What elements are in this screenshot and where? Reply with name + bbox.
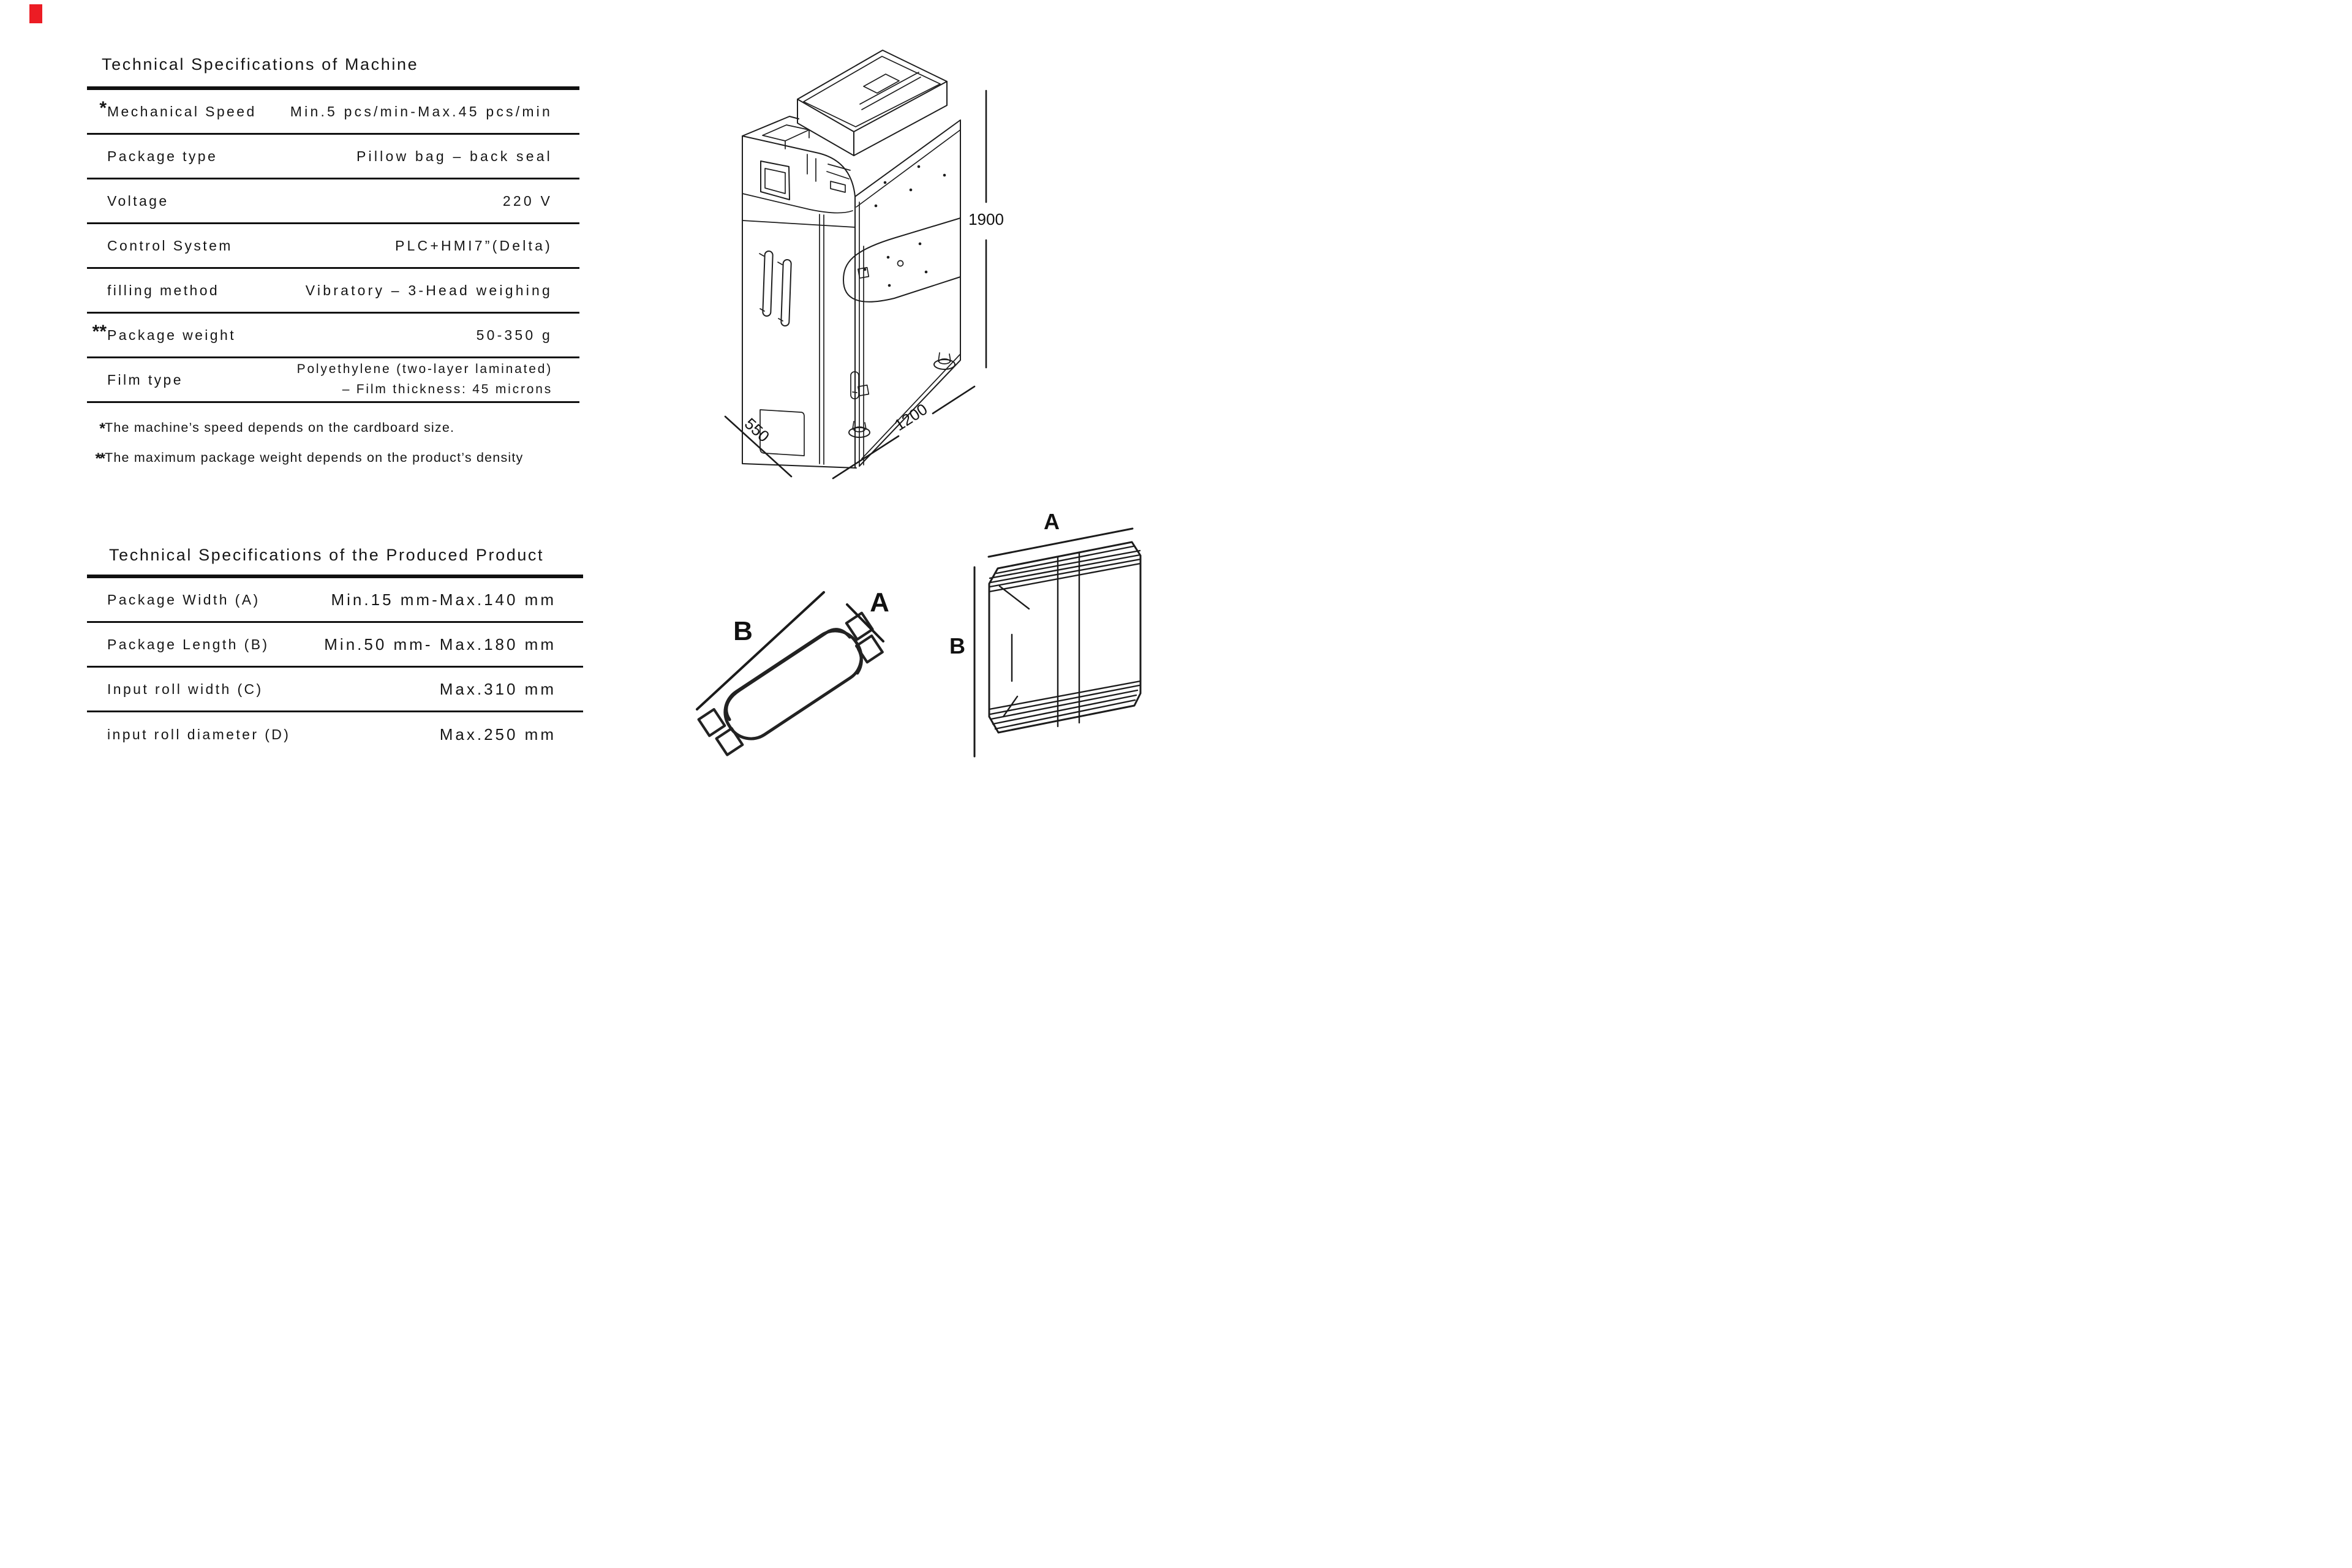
screw-dots — [863, 165, 946, 287]
table-row: Film type Polyethylene (two-layer lamina… — [87, 358, 579, 403]
spec-value-text: 50-350 g — [476, 326, 552, 343]
machine-feet — [848, 352, 956, 438]
footnote-asterisk: * — [99, 420, 105, 437]
footnote-text: The maximum package weight depends on th… — [105, 450, 524, 465]
bag-front-length-label: B — [949, 633, 965, 658]
bag-front-width-label: A — [1044, 509, 1060, 534]
spec-label: Package Length (B) — [107, 636, 270, 653]
spec-value: Vibratory – 3-Head weighing — [306, 282, 552, 299]
door-slot-handle — [850, 371, 859, 399]
footnote-machine-speed: * The machine’s speed depends on the car… — [88, 419, 454, 437]
table-row: Voltage 220 V — [87, 179, 579, 224]
spec-value-text-line2: – Film thickness: 45 microns — [342, 382, 552, 396]
pillow-bag-front-drawing: A B — [949, 509, 1142, 758]
spec-value-text: Min.5 pcs/min-Max.45 pcs/min — [290, 103, 552, 119]
spec-value: 50-350 g — [477, 327, 552, 344]
spec-value-text: Max.310 mm — [439, 679, 556, 698]
footnote-asterisk: ** — [95, 450, 105, 467]
table-row: Package Length (B) Min.50 mm- Max.180 mm — [87, 623, 583, 668]
spec-label-text: Package Width (A) — [107, 591, 260, 608]
dimension-height: 1900 — [968, 89, 1004, 369]
table-row: Control System PLC+HMI7”(Delta) — [87, 224, 579, 269]
dimension-depth: 550 — [724, 414, 793, 478]
machine-specs-table: *Mechanical Speed Min.5 pcs/min-Max.45 p… — [87, 86, 579, 403]
spec-value-text: Pillow bag – back seal — [356, 148, 552, 164]
spec-label: Voltage — [107, 193, 169, 209]
spec-value-text: 220 V — [502, 192, 552, 209]
rounded-side-panel — [843, 217, 961, 303]
table-row: filling method Vibratory – 3-Head weighi… — [87, 269, 579, 314]
spec-label-text: Package weight — [107, 326, 236, 343]
spec-value-text: Vibratory – 3-Head weighing — [305, 282, 552, 298]
pillow-bag-3d-drawing: B A — [696, 587, 889, 756]
spec-label: **Package weight — [92, 322, 236, 344]
spec-value-text: Polyethylene (two-layer laminated) — [296, 362, 552, 377]
hmi-screen — [760, 160, 790, 200]
spec-value-text: Min.15 mm-Max.140 mm — [331, 590, 556, 609]
dimension-width: 1200 — [832, 385, 976, 480]
table-row: Package type Pillow bag – back seal — [87, 135, 579, 179]
spec-label-text: Package Length (B) — [107, 636, 270, 652]
spec-label-text: input roll diameter (D) — [107, 726, 291, 742]
spec-label: *Mechanical Speed — [99, 98, 257, 120]
table-row: input roll diameter (D) Max.250 mm — [87, 712, 583, 757]
spec-label-text: Control System — [107, 237, 233, 254]
spec-label-text: Voltage — [107, 192, 169, 209]
spec-label: input roll diameter (D) — [107, 726, 290, 743]
bag3d-width-label: A — [870, 587, 889, 617]
spec-value: Pillow bag – back seal — [356, 148, 552, 165]
table-row: Input roll width (C) Max.310 mm — [87, 668, 583, 712]
spec-label-text: Package type — [107, 148, 218, 164]
spec-value: Max.310 mm — [440, 680, 556, 699]
spec-label-text: Film type — [107, 371, 183, 388]
base-notch — [760, 409, 805, 456]
spec-label-text: Mechanical Speed — [107, 103, 257, 119]
spec-asterisk: ** — [92, 321, 107, 342]
footnote-text: The machine’s speed depends on the cardb… — [105, 420, 455, 435]
spec-value: Min.5 pcs/min-Max.45 pcs/min — [290, 104, 552, 120]
red-corner-marker — [29, 4, 42, 23]
table-row: **Package weight 50-350 g — [87, 314, 579, 358]
packaging-machine-drawing: 1900 550 1200 — [724, 50, 1004, 480]
width-dimension-label: 1200 — [891, 400, 931, 435]
product-specs-table: Package Width (A) Min.15 mm-Max.140 mm P… — [87, 575, 583, 757]
spec-value-text: Max.250 mm — [439, 725, 556, 744]
hopper — [797, 50, 948, 156]
technical-drawings: 1900 550 1200 B A — [696, 50, 1142, 758]
spec-label: Film type — [107, 372, 183, 388]
height-dimension-label: 1900 — [968, 210, 1004, 228]
spec-value: Min.50 mm- Max.180 mm — [324, 635, 556, 654]
spec-value-text: Min.50 mm- Max.180 mm — [324, 635, 556, 654]
spec-value: Polyethylene (two-layer laminated) – Film… — [297, 360, 552, 399]
table-row: *Mechanical Speed Min.5 pcs/min-Max.45 p… — [87, 90, 579, 135]
spec-value: Max.250 mm — [440, 725, 556, 744]
bag3d-length-label: B — [733, 616, 753, 646]
spec-label-text: filling method — [107, 282, 220, 298]
spec-label: Input roll width (C) — [107, 681, 263, 698]
machine-specs-title: Technical Specifications of Machine — [102, 55, 419, 74]
spec-value: PLC+HMI7”(Delta) — [395, 238, 552, 254]
spec-label: Package type — [107, 148, 217, 165]
depth-dimension-label: 550 — [741, 414, 773, 445]
spec-label: Package Width (A) — [107, 592, 260, 608]
door-handles — [759, 251, 792, 326]
spec-label: Control System — [107, 238, 233, 254]
table-row: Package Width (A) Min.15 mm-Max.140 mm — [87, 578, 583, 623]
spec-value-text: PLC+HMI7”(Delta) — [395, 237, 552, 254]
spec-value: Min.15 mm-Max.140 mm — [331, 590, 557, 609]
spec-label: filling method — [107, 282, 219, 299]
footnote-package-weight: ** The maximum package weight depends on… — [88, 449, 524, 467]
spec-asterisk: * — [99, 97, 107, 118]
spec-label-text: Input roll width (C) — [107, 680, 263, 697]
spec-value: 220 V — [503, 193, 552, 209]
product-specs-title: Technical Specifications of the Produced… — [109, 546, 545, 564]
